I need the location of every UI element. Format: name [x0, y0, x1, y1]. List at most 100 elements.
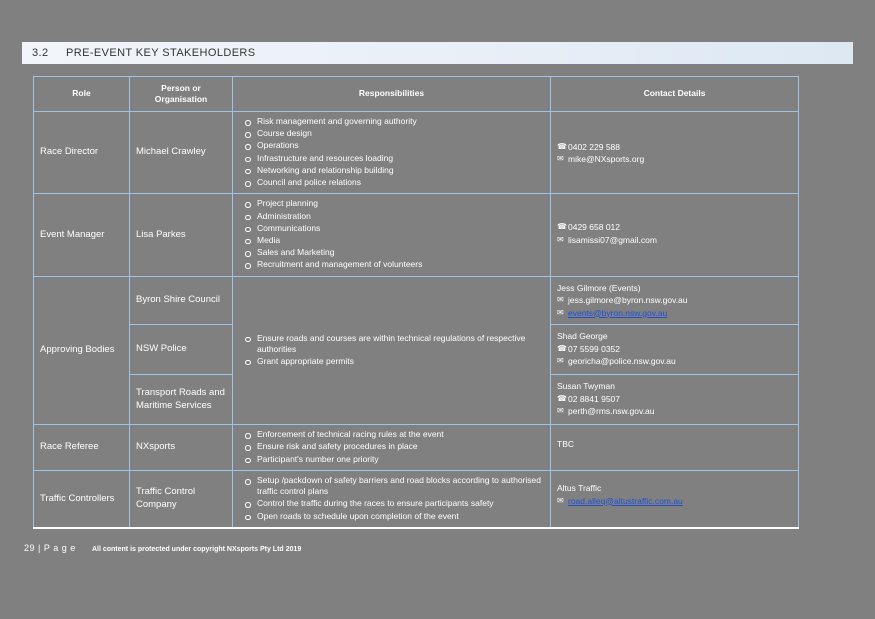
stakeholders-table: Role Person or Organisation Responsibili…	[33, 76, 799, 529]
phone-icon: ☎	[557, 222, 567, 232]
contact-email-line: ✉ lisamissi07@gmail.com	[557, 235, 792, 246]
contact-phone: 0429 658 012	[568, 222, 620, 233]
phone-icon: ☎	[557, 142, 567, 151]
list-item: Risk management and governing authority	[239, 116, 544, 127]
section-title: PRE-EVENT KEY STAKEHOLDERS	[66, 47, 256, 59]
contact-name: TBC	[557, 439, 574, 450]
contact-email-link[interactable]: events@byron.nsw.gov.au	[568, 307, 668, 318]
email-icon: ✉	[557, 295, 564, 305]
copyright-notice: All content is protected under copyright…	[91, 546, 302, 553]
contact-email: georicha@police.nsw.gov.au	[568, 355, 676, 366]
responsibility-list: Ensure roads and courses are within tech…	[239, 333, 544, 368]
email-icon: ✉	[557, 355, 564, 365]
responsibility-list: Project planning Administration Communic…	[239, 198, 544, 270]
contact-email: perth@rms.nsw.gov.au	[568, 405, 655, 416]
cell-role: Race Director	[33, 110, 130, 195]
contact-phone-line: ☎0402 229 588	[557, 142, 792, 153]
contact-email: lisamissi07@gmail.com	[568, 234, 657, 245]
cell-responsibilities: Risk management and governing authority …	[232, 110, 551, 195]
list-item: Open roads to schedule upon completion o…	[239, 511, 544, 522]
email-icon: ✉	[557, 154, 564, 164]
list-item: Recruitment and management of volunteers	[239, 259, 544, 270]
contact-email: jess.gilmore@byron.nsw.gov.au	[568, 295, 688, 306]
list-item: Council and police relations	[239, 177, 544, 188]
contact-phone-line: ☎02 8841 9507	[557, 394, 792, 405]
phone-icon: ☎	[557, 343, 567, 353]
table-row: Transport Roads and Maritime Services Su…	[33, 374, 799, 426]
page-number: 29 | P a g e	[24, 543, 76, 553]
cell-responsibilities: Setup /packdown of safety barriers and r…	[232, 470, 551, 529]
cell-contact: ☎0429 658 012 ✉ lisamissi07@gmail.com	[550, 193, 799, 277]
responsibility-list: Risk management and governing authority …	[239, 116, 544, 188]
section-heading: 3.2 PRE-EVENT KEY STAKEHOLDERS	[22, 42, 853, 64]
list-item: Control the traffic during the races to …	[239, 498, 544, 509]
cell-contact: Jess Gilmore (Events) ✉ jess.gilmore@byro…	[550, 275, 799, 326]
list-item: Project planning	[239, 198, 544, 209]
cell-person: Traffic Control Company	[129, 470, 233, 529]
table-row: Event Manager Lisa Parkes Project planni…	[33, 193, 799, 277]
cell-contact: ☎0402 229 588 ✉ mike@NXsports.org	[550, 110, 799, 195]
page-footer: 29 | P a g e All content is protected un…	[24, 543, 301, 553]
cell-person: NXsports	[129, 424, 233, 472]
list-item: Infrastructure and resources loading	[239, 153, 544, 164]
contact-phone-line: ☎07 5599 0352	[557, 344, 792, 355]
contact-email-line: ✉ mike@NXsports.org	[557, 154, 792, 165]
contact-email-link[interactable]: road.alleq@altustraffic.com.au	[568, 495, 683, 506]
list-item: Networking and relationship building	[239, 165, 544, 176]
cell-role: Approving Bodies	[33, 275, 130, 426]
contact-name: Jess Gilmore (Events)	[557, 282, 641, 293]
contact-email-line: ✉ road.alleq@altustraffic.com.au	[557, 496, 792, 507]
table-row: Approving Bodies Byron Shire Council Ens…	[33, 275, 799, 426]
contact-phone-line: ☎0429 658 012	[557, 222, 792, 233]
table-row: Race Referee NXsports Enforcement of tec…	[33, 424, 799, 472]
list-item: Ensure risk and safety procedures in pla…	[239, 441, 544, 452]
cell-contact: Susan Twyman ☎02 8841 9507 ✉ perth@rms.ns…	[550, 374, 799, 426]
cell-person: Byron Shire Council	[129, 275, 233, 326]
responsibility-list: Setup /packdown of safety barriers and r…	[239, 475, 544, 522]
section-number: 3.2	[32, 47, 49, 59]
cell-person: NSW Police	[129, 324, 233, 376]
cell-person: Lisa Parkes	[129, 193, 233, 277]
list-item: Setup /packdown of safety barriers and r…	[239, 475, 544, 497]
email-icon: ✉	[557, 495, 564, 505]
contact-phone: 07 5599 0352	[568, 343, 620, 354]
cell-contact: TBC	[550, 424, 799, 472]
contact-email-line: ✉ georicha@police.nsw.gov.au	[557, 356, 792, 367]
contact-email-line: ✉ perth@rms.nsw.gov.au	[557, 406, 792, 417]
email-icon: ✉	[557, 405, 564, 415]
list-item: Participant's number one priority	[239, 454, 544, 465]
list-item: Communications	[239, 223, 544, 234]
column-header-contact: Contact Details	[550, 76, 799, 112]
email-icon: ✉	[557, 234, 564, 244]
cell-role: Event Manager	[33, 193, 130, 277]
cell-person: Transport Roads and Maritime Services	[129, 374, 233, 426]
cell-contact: Shad George ☎07 5599 0352 ✉ georicha@poli…	[550, 324, 799, 376]
phone-icon: ☎	[557, 393, 567, 403]
cell-responsibilities: Ensure roads and courses are within tech…	[232, 275, 551, 426]
list-item: Grant appropriate permits	[239, 356, 544, 367]
list-item: Operations	[239, 140, 544, 151]
contact-name: Susan Twyman	[557, 381, 615, 392]
cell-person: Michael Crawley	[129, 110, 233, 195]
contact-name: Shad George	[557, 331, 608, 342]
cell-role: Traffic Controllers	[33, 470, 130, 529]
email-icon: ✉	[557, 307, 564, 317]
list-item: Ensure roads and courses are within tech…	[239, 333, 544, 355]
list-item: Course design	[239, 128, 544, 139]
table-header-row: Role Person or Organisation Responsibili…	[33, 76, 799, 112]
column-header-responsibilities: Responsibilities	[232, 76, 551, 112]
contact-phone: 02 8841 9507	[568, 393, 620, 404]
cell-role: Race Referee	[33, 424, 130, 472]
cell-responsibilities: Project planning Administration Communic…	[232, 193, 551, 277]
list-item: Administration	[239, 211, 544, 222]
list-item: Media	[239, 235, 544, 246]
responsibility-list: Enforcement of technical racing rules at…	[239, 429, 544, 465]
column-header-person: Person or Organisation	[129, 76, 233, 112]
list-item: Sales and Marketing	[239, 247, 544, 258]
contact-email-line-secondary: ✉ events@byron.nsw.gov.au	[557, 308, 792, 319]
table-row: Traffic Controllers Traffic Control Comp…	[33, 470, 799, 529]
cell-responsibilities: Enforcement of technical racing rules at…	[232, 424, 551, 472]
contact-phone: 0402 229 588	[568, 142, 620, 152]
contact-email: mike@NXsports.org	[568, 154, 645, 165]
